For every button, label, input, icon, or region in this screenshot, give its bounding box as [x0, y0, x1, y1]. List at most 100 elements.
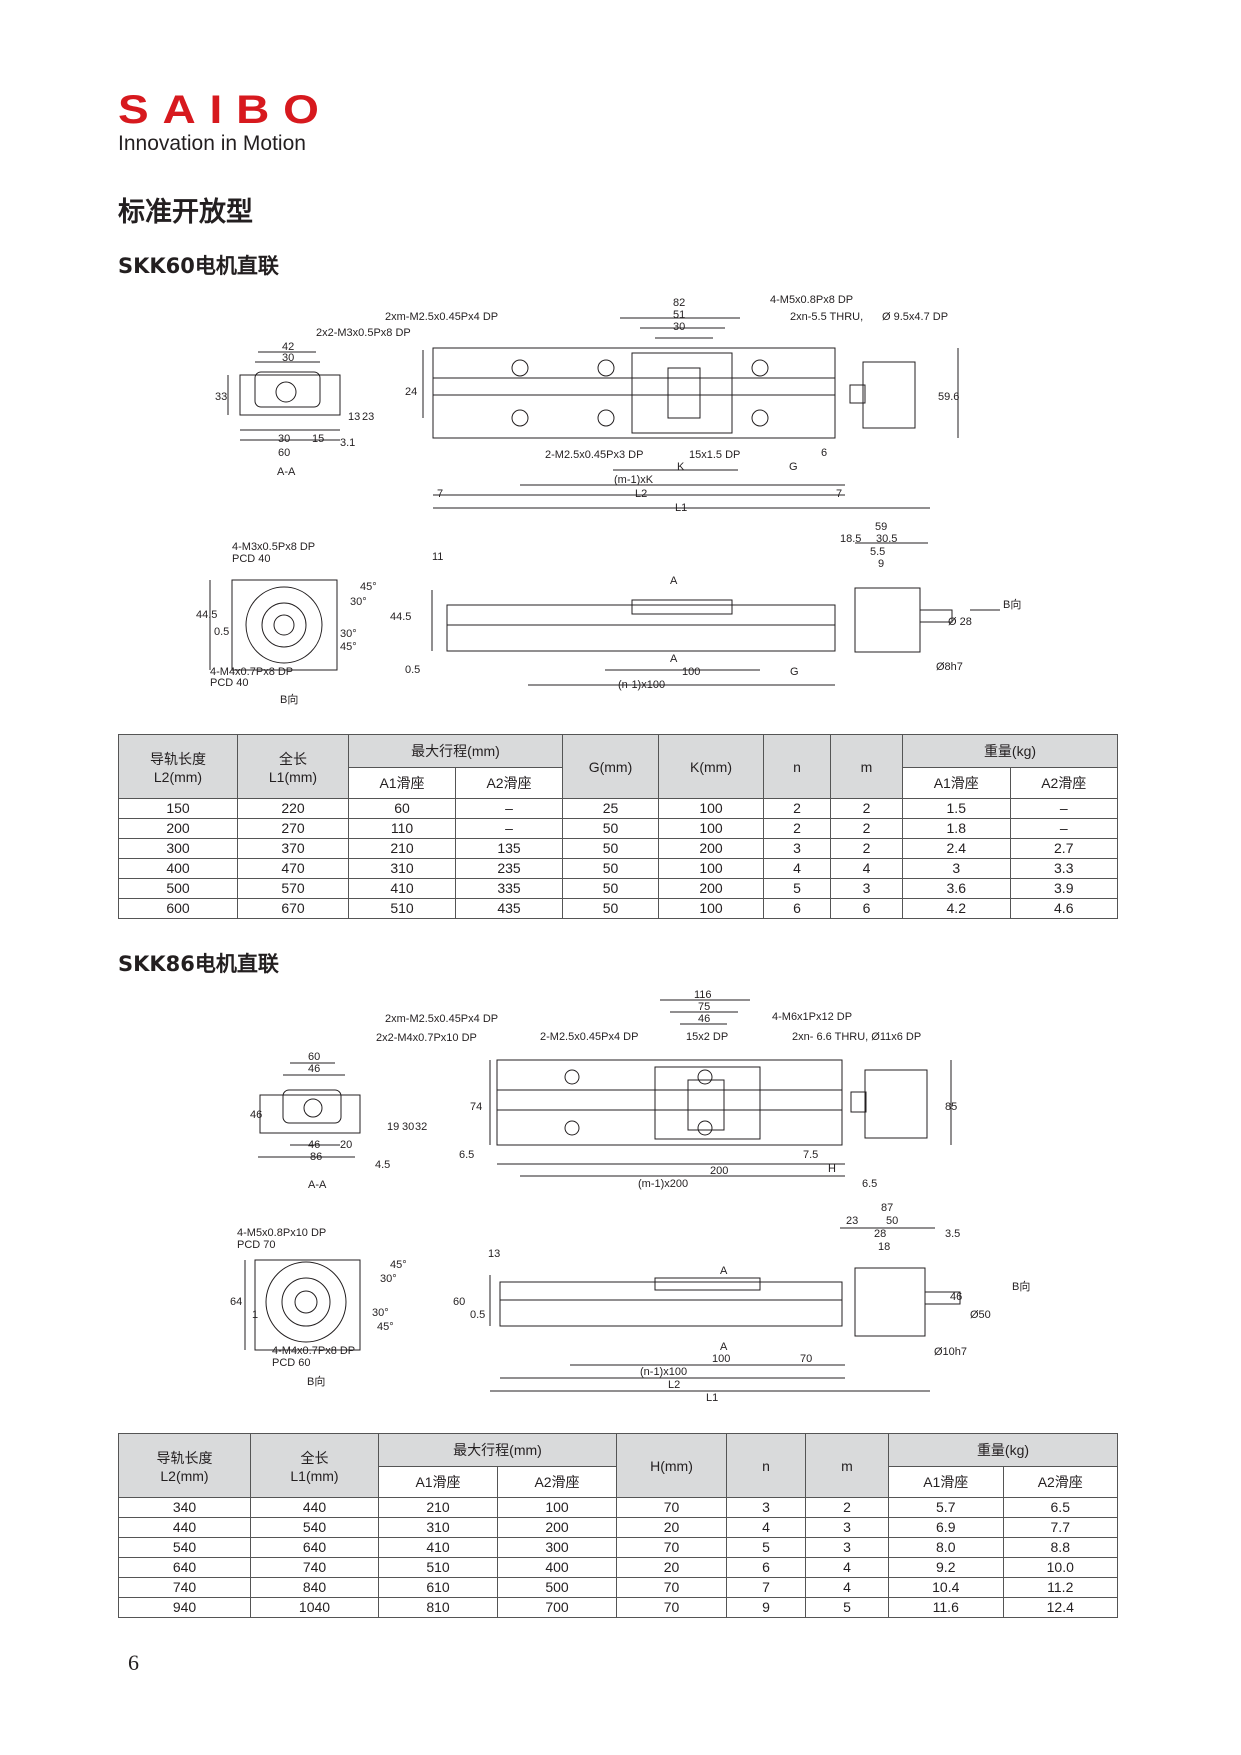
skk86-dim-23: 23 [846, 1215, 858, 1227]
skk60-dim-9: 9 [878, 558, 884, 570]
skk60-dim-7a: 7 [437, 488, 443, 500]
table-cell: 310 [348, 858, 456, 879]
skk60-section-a-dn: A [670, 653, 678, 665]
skk86-dim-60: 60 [308, 1051, 320, 1063]
table-cell: 100 [658, 858, 764, 879]
table-cell: 5 [805, 1597, 889, 1618]
table-cell: 70 [616, 1537, 727, 1558]
table-cell: 11.2 [1002, 1577, 1118, 1598]
skk60-section-a-up: A [670, 575, 678, 587]
skk86-dim-46c: 46 [250, 1109, 262, 1121]
table-cell: – [1009, 818, 1118, 839]
skk60-label-m4: 2xn-5.5 THRU, [790, 311, 863, 323]
table-cell: 7 [726, 1577, 806, 1598]
skk60-label-m3: 4-M5x0.8Px8 DP [770, 294, 853, 306]
table-cell: 3 [726, 1497, 806, 1518]
skk86-th-h: H(mm) [616, 1433, 727, 1498]
table-cell: 4.6 [1009, 898, 1118, 919]
table-cell: 510 [348, 898, 456, 919]
table-cell: 9 [726, 1597, 806, 1618]
skk60-bview-label: B向 [280, 692, 298, 706]
skk60-th-a2: A2滑座 [455, 767, 563, 799]
skk86-dim-116: 116 [694, 989, 712, 1001]
skk60-dim-60: 60 [278, 447, 290, 459]
skk86-dim-100: 100 [712, 1353, 730, 1365]
table-cell: 8.8 [1002, 1537, 1118, 1558]
skk60-dim-59: 59 [875, 521, 887, 533]
skk86-th-a1: A1滑座 [378, 1466, 498, 1498]
skk86-b-direction: B向 [1012, 1279, 1030, 1293]
skk60-dim-18-5: 18.5 [840, 533, 861, 545]
skk60-dim-7b: 7 [836, 488, 842, 500]
table-cell: 1.5 [902, 798, 1011, 819]
table-cell: 6 [830, 898, 903, 919]
skk60-dim-51: 51 [673, 309, 685, 321]
table-cell: 540 [118, 1537, 251, 1558]
skk60-th-g: G(mm) [562, 734, 659, 799]
skk60-dim-44-5b: 44.5 [390, 611, 411, 623]
skk86-dim-87: 87 [881, 1202, 893, 1214]
table-cell: 5 [726, 1537, 806, 1558]
skk86-dim-3-5: 3.5 [945, 1228, 960, 1240]
skk60-dim-6: 6 [821, 447, 827, 459]
skk60-dim-100: 100 [682, 666, 700, 678]
table-cell: 670 [237, 898, 349, 919]
skk60-label-pcd40a: PCD 40 [232, 553, 271, 565]
skk60-side-rail [446, 604, 836, 652]
skk60-dim-59-6: 59.6 [938, 391, 959, 403]
skk86-dim-85: 85 [945, 1101, 957, 1113]
skk86-label-pcd70: PCD 70 [237, 1239, 276, 1251]
skk60-th-k: K(mm) [658, 734, 764, 799]
skk60-dim-8h7: Ø8h7 [936, 661, 963, 673]
table-cell: 5 [763, 878, 831, 899]
table-cell: 4 [830, 858, 903, 879]
skk86-top-motor [864, 1069, 928, 1139]
skk86-section-a-dn: A [720, 1341, 728, 1353]
table-cell: 220 [237, 798, 349, 819]
logo-tagline: Innovation in Motion [118, 132, 306, 155]
skk60-bview-flange [231, 579, 338, 671]
table-cell: 410 [348, 878, 456, 899]
table-cell: 150 [118, 798, 238, 819]
table-cell: 10.4 [888, 1577, 1004, 1598]
skk86-dim-46a: 46 [698, 1013, 710, 1025]
table-cell: 470 [237, 858, 349, 879]
skk86-dim-7-5: 7.5 [803, 1149, 818, 1161]
table-cell: 11.6 [888, 1597, 1004, 1618]
skk86-dim-l2: L2 [668, 1379, 680, 1391]
table-cell: 6 [726, 1557, 806, 1578]
skk60-top-rail [432, 347, 836, 439]
skk86-section-base [259, 1094, 361, 1134]
table-cell: 135 [455, 838, 563, 859]
table-cell: – [1009, 798, 1118, 819]
skk86-dim-64: 64 [230, 1296, 242, 1308]
table-cell: 3.3 [1009, 858, 1118, 879]
skk60-dim-g2: G [790, 666, 799, 678]
skk86-bview-label: B向 [307, 1374, 325, 1388]
table-cell: 50 [562, 898, 659, 919]
table-cell: 3.6 [902, 878, 1011, 899]
skk60-top-motor [862, 361, 916, 429]
skk60-dim-l1: L1 [675, 502, 687, 514]
table-cell: 2.7 [1009, 838, 1118, 859]
table-cell: 235 [455, 858, 563, 879]
skk60-section-base [239, 374, 341, 416]
skk86-bview-flange [254, 1259, 361, 1351]
table-cell: 2 [830, 838, 903, 859]
table-cell: 640 [118, 1557, 251, 1578]
table-cell: 2 [763, 818, 831, 839]
table-cell: 600 [118, 898, 238, 919]
skk86-th-m: m [805, 1433, 889, 1498]
table-cell: 4 [805, 1557, 889, 1578]
table-cell: 20 [616, 1557, 727, 1578]
skk86-top-carriage [654, 1066, 761, 1140]
